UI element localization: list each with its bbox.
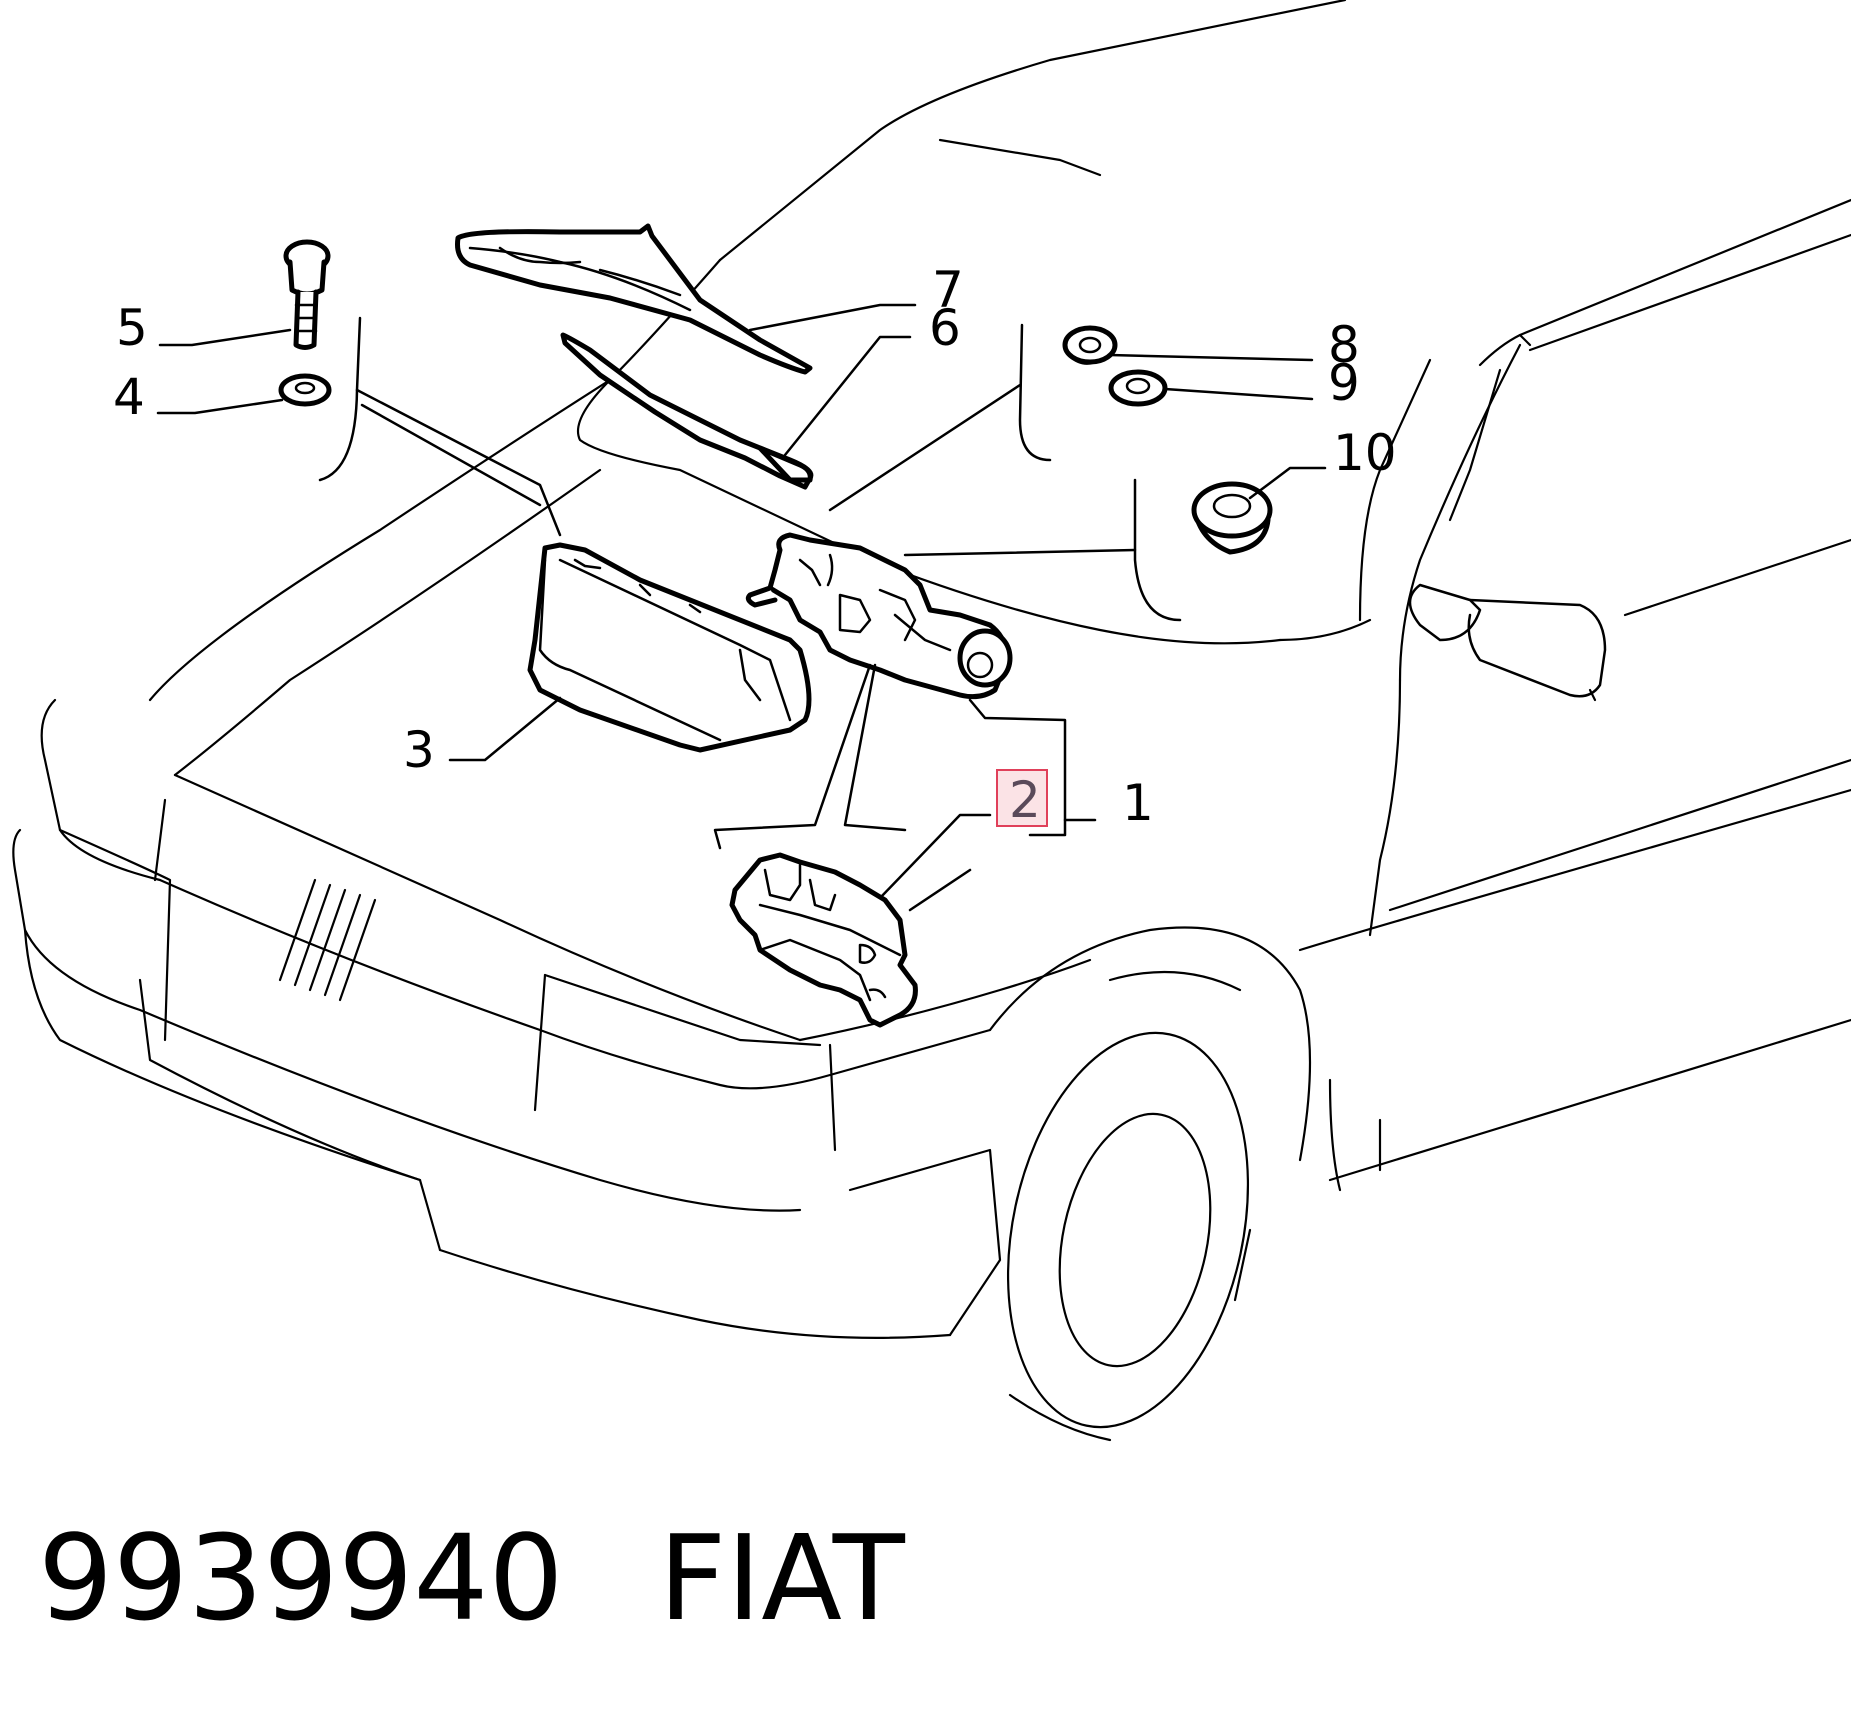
- callout-2-highlight: [996, 769, 1048, 827]
- brand-name: FIAT: [658, 1509, 905, 1647]
- leader-lines: [156, 303, 1327, 912]
- callout-1: 1: [1122, 774, 1154, 832]
- cowl-panel-part: [527, 542, 812, 753]
- callout-6: 6: [929, 299, 961, 357]
- motor-module-part: [729, 852, 918, 1028]
- wiper-motor-part: [745, 532, 1013, 700]
- callout-4: 4: [113, 368, 145, 426]
- car-body-outline: [12, 0, 1851, 1442]
- part-number: 9939940: [38, 1509, 564, 1647]
- grommet-part: [1191, 481, 1273, 555]
- bolt-part: [283, 239, 331, 350]
- wiper-arm-part: [560, 332, 814, 490]
- callout-9: 9: [1328, 354, 1360, 412]
- wiper-blade-part: [455, 223, 813, 375]
- nut-part: [1062, 325, 1118, 365]
- washer-part: [278, 373, 332, 407]
- callout-7: 7: [932, 261, 964, 319]
- part-footer: 9939940 FIAT: [38, 1508, 905, 1648]
- callout-8: 8: [1328, 316, 1360, 374]
- callout-2: 2: [1009, 771, 1041, 829]
- washer-part-2: [1108, 369, 1168, 407]
- callouts: 5 4 7 6 8 9 10 3 1 2: [113, 261, 1397, 832]
- callout-3: 3: [403, 721, 435, 779]
- callout-5: 5: [116, 299, 148, 357]
- callout-10: 10: [1333, 424, 1397, 482]
